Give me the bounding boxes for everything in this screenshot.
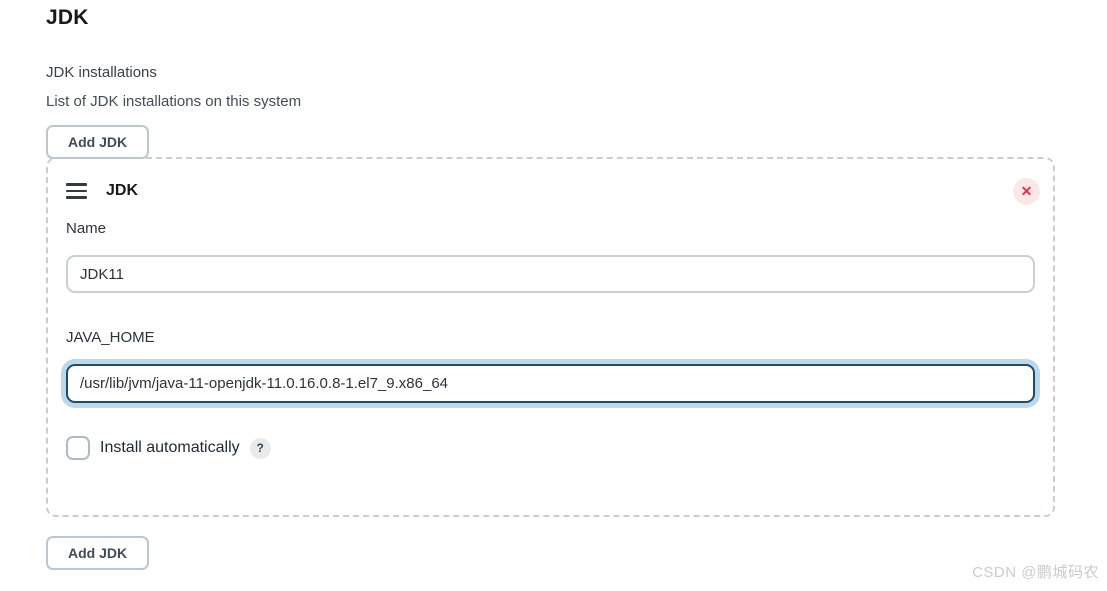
install-automatically-checkbox[interactable] bbox=[66, 436, 90, 460]
install-automatically-row: Install automatically ? bbox=[66, 436, 1035, 460]
jdk-settings-page: JDK JDK installations List of JDK instal… bbox=[46, 6, 1055, 570]
help-icon[interactable]: ? bbox=[249, 437, 271, 459]
drag-handle-icon[interactable] bbox=[66, 181, 87, 201]
add-jdk-button-top[interactable]: Add JDK bbox=[46, 125, 150, 159]
java-home-field-label: JAVA_HOME bbox=[66, 329, 155, 346]
jdk-card-title: JDK bbox=[106, 182, 139, 199]
jdk-card-header: JDK ✕ bbox=[66, 177, 1040, 205]
close-icon[interactable]: ✕ bbox=[1013, 177, 1040, 205]
add-jdk-button-bottom[interactable]: Add JDK bbox=[46, 536, 150, 570]
jdk-installation-card: JDK ✕ Name JAVA_HOME Install automatical… bbox=[46, 157, 1055, 517]
section-description: List of JDK installations on this system bbox=[46, 93, 302, 110]
section-label: JDK installations bbox=[46, 64, 157, 81]
name-field-label: Name bbox=[66, 220, 107, 237]
name-input[interactable] bbox=[66, 255, 1035, 293]
java-home-input[interactable] bbox=[66, 364, 1035, 403]
page-title: JDK bbox=[46, 6, 89, 29]
watermark: CSDN @鹏城码农 bbox=[972, 564, 1099, 581]
install-automatically-label: Install automatically bbox=[100, 439, 240, 456]
